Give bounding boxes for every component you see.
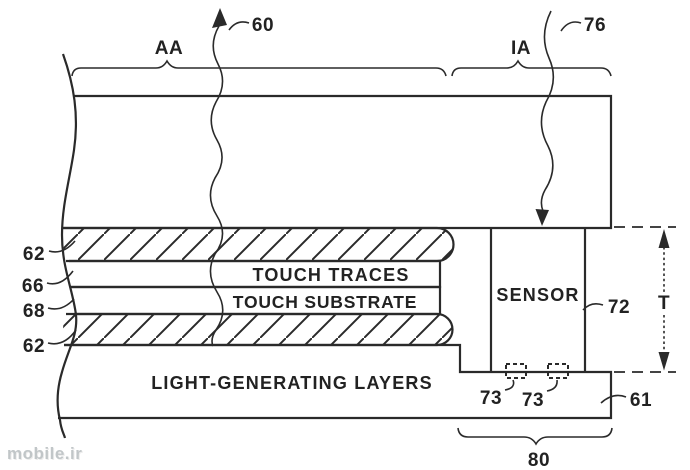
ref-72: 72: [608, 297, 630, 318]
ref-66: 66: [22, 276, 44, 297]
arrow-up-60-icon: [212, 8, 227, 28]
leader-73-right: [546, 379, 558, 392]
label-touch-traces: TOUCH TRACES: [252, 265, 409, 285]
leader-62-bottom: [47, 329, 77, 345]
label-touch-substrate: TOUCH SUBSTRATE: [233, 292, 417, 312]
label-inactive-area: IA: [511, 38, 531, 59]
hatched-layer-top: [63, 226, 455, 263]
label-light-generating: LIGHT-GENERATING LAYERS: [151, 373, 433, 393]
ref-73-left: 73: [480, 388, 502, 409]
emitter-box-left: [505, 363, 527, 379]
emitter-box-right: [547, 363, 569, 379]
leader-73-left: [504, 379, 515, 391]
leader-62-top: [48, 240, 76, 253]
ref-62-top: 62: [23, 244, 45, 265]
light-generating-outline: [58, 343, 613, 420]
hatched-layer-bottom: [62, 312, 454, 347]
leader-61: [600, 394, 627, 404]
leader-76: [560, 21, 582, 32]
ref-60: 60: [252, 15, 274, 36]
lead-line-76: [535, 10, 555, 226]
leader-68: [47, 298, 75, 310]
arrow-down-76-icon: [535, 209, 549, 226]
label-active-area: AA: [155, 38, 183, 59]
sensor-box: [489, 228, 587, 372]
dimension-t: [658, 229, 670, 371]
cover-layer-rect: [63, 94, 613, 230]
watermark: mobile.ir: [7, 444, 83, 463]
hatched-layer-top-fill: [63, 228, 454, 261]
leader-72: [582, 303, 604, 311]
ref-73-right: 73: [522, 390, 544, 411]
arrow-up-icon: [658, 229, 670, 248]
ref-62-bottom: 62: [23, 336, 45, 357]
squiggle-76: [540, 10, 555, 212]
label-sensor: SENSOR: [496, 285, 579, 305]
ref-61: 61: [630, 390, 652, 411]
section-line-60: [209, 8, 227, 347]
hatched-layer-bottom-fill: [62, 314, 453, 345]
squiggle-60: [209, 25, 224, 347]
brace-80: [457, 427, 613, 446]
brace-inactive-area: [451, 59, 612, 77]
ref-80: 80: [528, 450, 550, 470]
arrow-down-icon: [658, 352, 670, 371]
ref-68: 68: [23, 301, 45, 322]
leader-60: [228, 21, 250, 31]
ref-76: 76: [584, 15, 606, 36]
label-dimension-t: T: [658, 293, 670, 314]
leader-66: [46, 270, 74, 285]
hatched-layer-top-outline: [63, 226, 455, 263]
brace-active-area: [71, 59, 447, 77]
